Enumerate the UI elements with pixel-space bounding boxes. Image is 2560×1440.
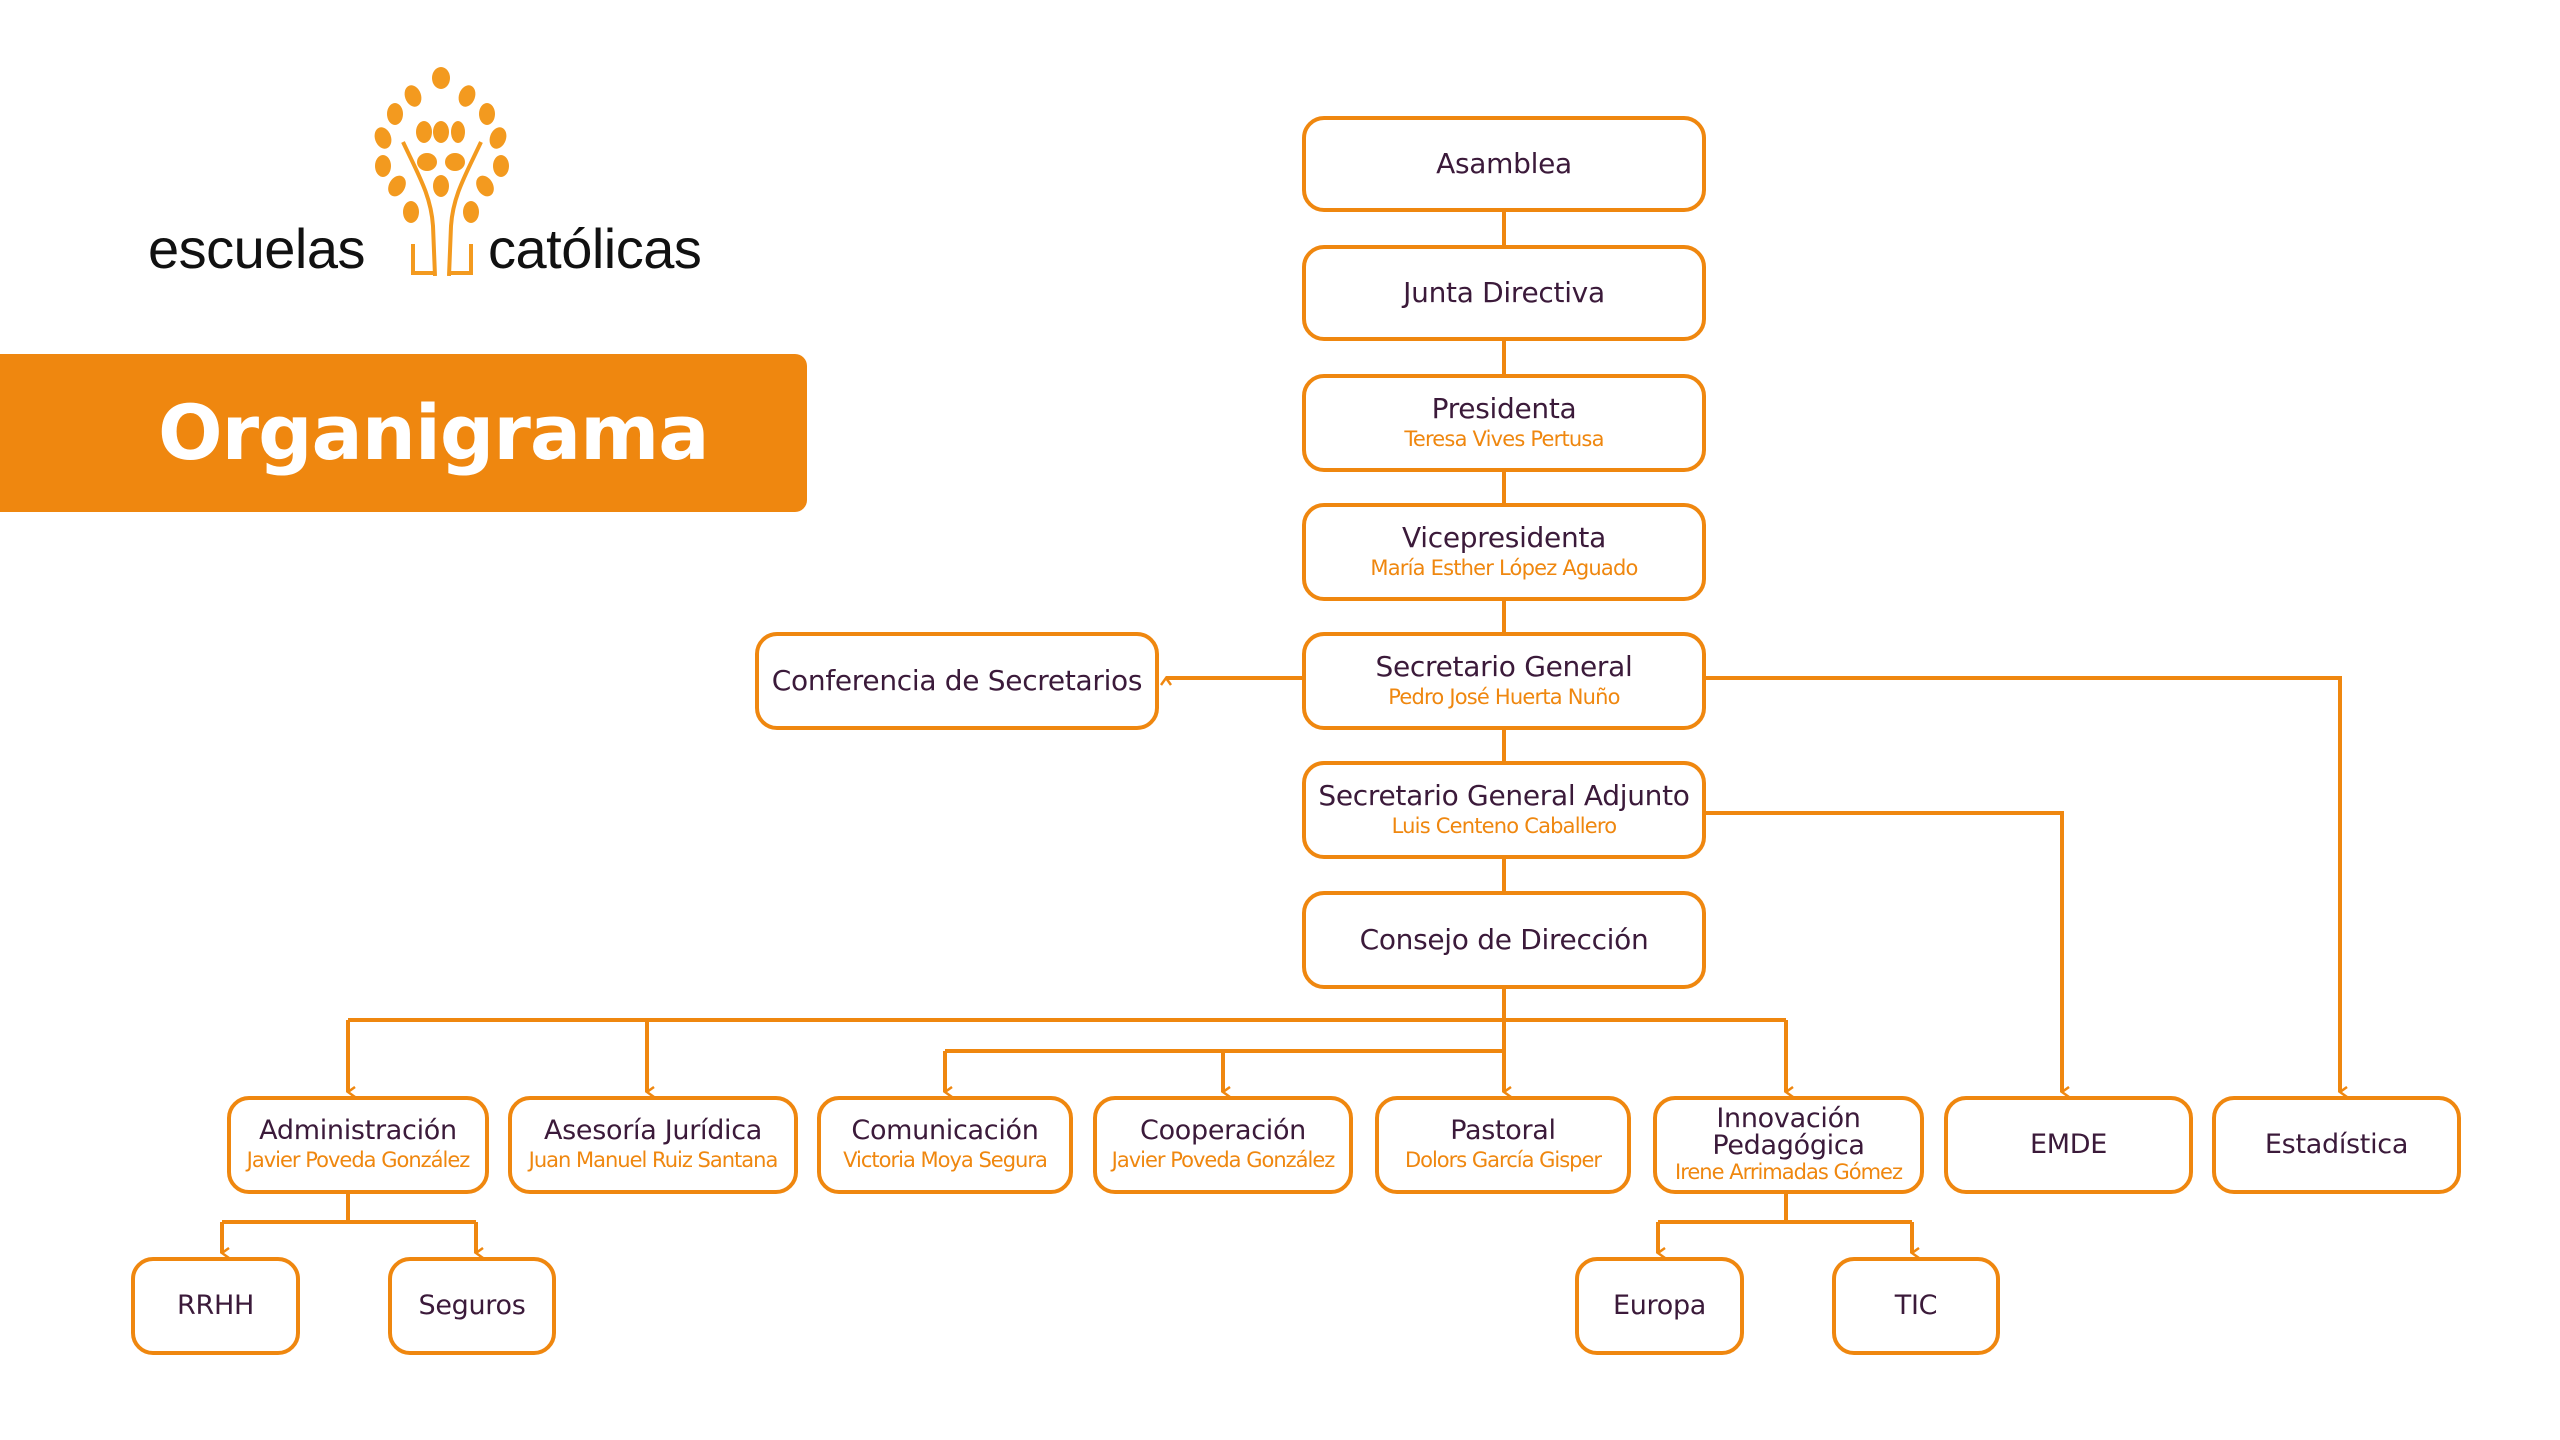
node-emde[interactable]: EMDE (1944, 1096, 2193, 1194)
tree-icon (374, 67, 509, 276)
node-person: Pedro José Huerta Nuño (1388, 685, 1620, 709)
node-person: Luis Centeno Caballero (1391, 814, 1618, 838)
node-person: Irene Arrimadas Gómez (1675, 1160, 1903, 1184)
node-administracion[interactable]: Administración Javier Poveda González (227, 1096, 489, 1194)
node-title: Junta Directiva (1403, 276, 1605, 309)
node-title: Europa (1612, 1290, 1707, 1321)
node-title: Cooperación (1140, 1115, 1306, 1146)
node-conferencia-secretarios[interactable]: Conferencia de Secretarios (755, 632, 1159, 730)
node-comunicacion[interactable]: Comunicación Victoria Moya Segura (817, 1096, 1073, 1194)
node-europa[interactable]: Europa (1575, 1257, 1744, 1355)
node-presidenta[interactable]: Presidenta Teresa Vives Pertusa (1302, 374, 1706, 472)
node-pastoral[interactable]: Pastoral Dolors García Gisper (1375, 1096, 1631, 1194)
logo: escuelas católicas (148, 66, 728, 286)
node-asamblea[interactable]: Asamblea (1302, 116, 1706, 212)
node-consejo-direccion[interactable]: Consejo de Dirección (1302, 891, 1706, 989)
node-person: Juan Manuel Ruiz Santana (528, 1148, 779, 1172)
node-rrhh[interactable]: RRHH (131, 1257, 300, 1355)
node-asesoria-juridica[interactable]: Asesoría Jurídica Juan Manuel Ruiz Santa… (508, 1096, 798, 1194)
node-title: Seguros (418, 1290, 526, 1321)
node-innovacion-pedagogica[interactable]: Innovación Pedagógica Irene Arrimadas Gó… (1653, 1096, 1924, 1194)
node-tic[interactable]: TIC (1832, 1257, 2000, 1355)
node-title-line2: Pedagógica (1712, 1130, 1865, 1161)
node-title: Conferencia de Secretarios (771, 664, 1143, 697)
node-title: Asesoría Jurídica (543, 1115, 763, 1146)
node-title: Administración (259, 1115, 457, 1146)
node-title: Presidenta (1431, 392, 1577, 425)
node-title: RRHH (177, 1290, 254, 1321)
node-cooperacion[interactable]: Cooperación Javier Poveda González (1093, 1096, 1353, 1194)
node-person: Dolors García Gisper (1404, 1148, 1602, 1172)
logo-word-right: católicas (488, 217, 702, 280)
node-junta-directiva[interactable]: Junta Directiva (1302, 245, 1706, 341)
node-title-line1: Innovación (1716, 1103, 1861, 1134)
node-title: Consejo de Dirección (1359, 923, 1649, 956)
node-title: Secretario General Adjunto (1318, 779, 1690, 812)
node-title: Asamblea (1436, 147, 1572, 180)
node-secretario-general[interactable]: Secretario General Pedro José Huerta Nuñ… (1302, 632, 1706, 730)
logo-word-left: escuelas (148, 217, 366, 280)
node-person: Javier Poveda González (246, 1148, 471, 1172)
node-person: Javier Poveda González (1111, 1148, 1336, 1172)
node-secretario-general-adjunto[interactable]: Secretario General Adjunto Luis Centeno … (1302, 761, 1706, 859)
node-title: Estadística (2264, 1129, 2409, 1160)
node-person: María Esther López Aguado (1370, 556, 1638, 580)
node-title: Secretario General (1375, 650, 1633, 683)
node-title: Pastoral (1450, 1115, 1556, 1146)
node-person: Teresa Vives Pertusa (1404, 427, 1604, 451)
link-secgen-estadistica (1706, 676, 2340, 1092)
title-band: Organigrama (0, 354, 807, 512)
node-vicepresidenta[interactable]: Vicepresidenta María Esther López Aguado (1302, 503, 1706, 601)
node-title: TIC (1894, 1290, 1938, 1321)
node-seguros[interactable]: Seguros (388, 1257, 556, 1355)
node-person: Victoria Moya Segura (843, 1148, 1048, 1172)
link-adj-emde (1706, 811, 2062, 1092)
node-title: EMDE (2029, 1129, 2107, 1160)
node-estadistica[interactable]: Estadística (2212, 1096, 2461, 1194)
node-title: Comunicación (851, 1115, 1039, 1146)
node-title: Vicepresidenta (1402, 521, 1606, 554)
page-title: Organigrama (158, 388, 710, 477)
